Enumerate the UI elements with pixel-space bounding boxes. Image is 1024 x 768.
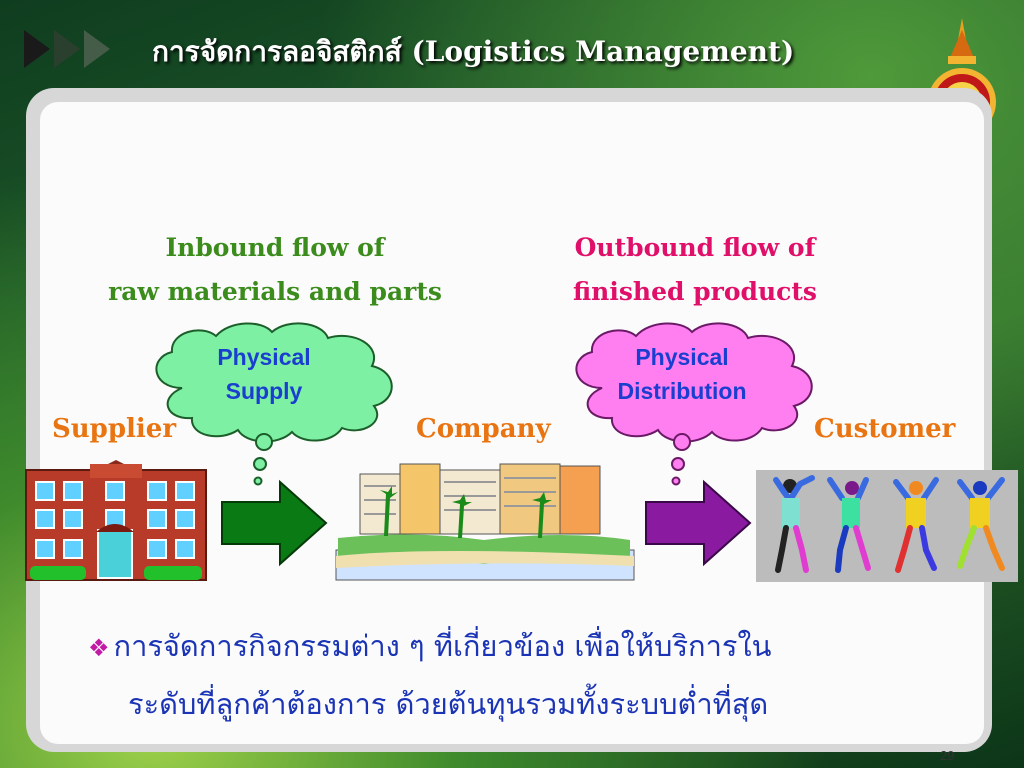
physical-distribution-label: Physical Distribution (594, 340, 770, 408)
bullet-text: ❖การจัดการกิจกรรมต่าง ๆ ที่เกี่ยวข้อง เพ… (88, 618, 908, 732)
diamond-bullet-icon: ❖ (88, 634, 110, 662)
physical-supply-label: Physical Supply (186, 340, 342, 408)
bullet-line-1: การจัดการกิจกรรมต่าง ๆ ที่เกี่ยวข้อง เพื… (113, 629, 772, 663)
page-number: 29 (940, 748, 955, 763)
outbound-flow-heading: Outbound flow of finished products (560, 226, 830, 314)
arrow-2-icon (54, 30, 80, 68)
distribution-line-1: Physical (635, 344, 729, 370)
customers-dancing-icon (756, 470, 1018, 582)
green-flow-arrow-icon (221, 479, 328, 567)
title-arrows-icon (24, 30, 110, 68)
outbound-line-2: finished products (572, 277, 818, 306)
supply-line-2: Supply (225, 378, 303, 404)
company-label: Company (416, 414, 551, 444)
supplier-building-icon (25, 460, 207, 581)
physical-distribution-cloud (575, 322, 813, 486)
arrow-3-icon (84, 30, 110, 68)
customer-label: Customer (814, 414, 956, 444)
outbound-line-1: Outbound flow of (574, 233, 816, 262)
slide-title: การจัดการลอจิสติกส์ (Logistics Managemen… (152, 35, 795, 68)
bullet-line-2: ระดับที่ลูกค้าต้องการ ด้วยต้นทุนรวมทั้งร… (128, 687, 769, 721)
supplier-label: Supplier (52, 414, 177, 444)
distribution-line-2: Distribution (617, 378, 747, 404)
company-building-icon (335, 463, 635, 581)
arrow-1-icon (24, 30, 50, 68)
physical-supply-cloud (155, 322, 393, 486)
inbound-line-1: Inbound flow of (165, 233, 385, 262)
purple-flow-arrow-icon (645, 479, 752, 567)
inbound-flow-heading: Inbound flow of raw materials and parts (100, 226, 450, 314)
inbound-line-2: raw materials and parts (108, 277, 442, 306)
supply-line-1: Physical (217, 344, 311, 370)
